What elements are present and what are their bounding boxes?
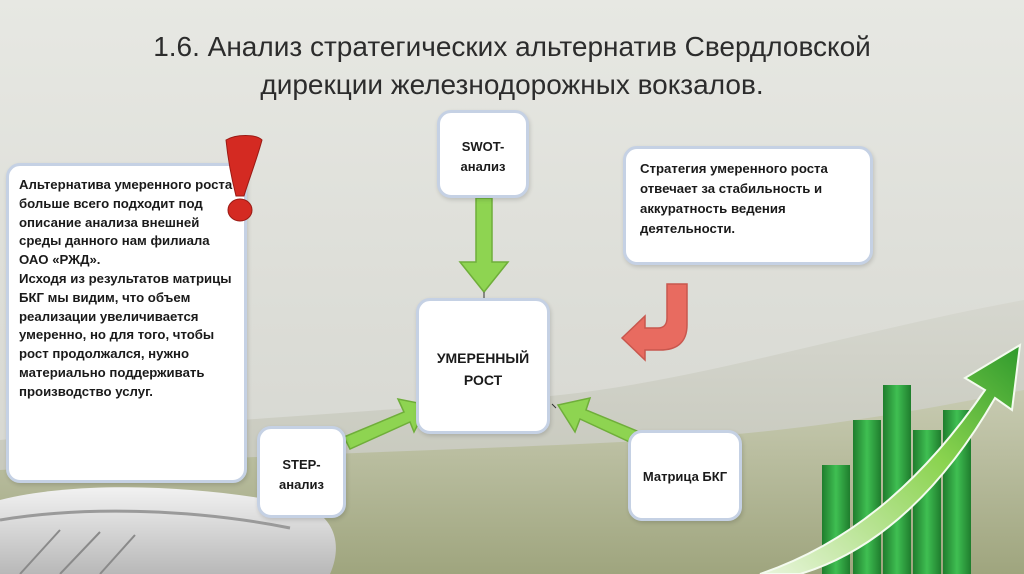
- arrow-bkg: [556, 396, 644, 446]
- center-line-1: УМЕРЕННЫЙ: [436, 350, 530, 366]
- title-line-2: дирекции железнодорожных вокзалов.: [260, 69, 764, 100]
- arrow-strategy-curved: [620, 283, 688, 362]
- strategy-text-box: Стратегия умеренного роста отвечает за с…: [623, 146, 873, 265]
- alternative-text-box: Альтернатива умеренного роста больше все…: [6, 163, 247, 483]
- swot-analysis-box: SWOT- анализ: [437, 110, 529, 198]
- arrow-swot-down: [458, 197, 510, 294]
- step-analysis-box: STEP- анализ: [257, 426, 346, 518]
- bkg-text: Матрица БКГ: [642, 469, 728, 484]
- bcg-matrix-box: Матрица БКГ: [628, 430, 742, 521]
- moderate-growth-box: УМЕРЕННЫЙ РОСТ: [416, 298, 550, 434]
- step-line-2: анализ: [278, 477, 325, 492]
- growth-bar-chart-icon: [759, 343, 1022, 574]
- swot-line-2: анализ: [460, 159, 506, 174]
- swot-line-1: SWOT-: [461, 139, 505, 154]
- step-line-1: STEP-: [282, 457, 321, 472]
- alternative-paragraph-1: Альтернатива умеренного роста больше все…: [19, 177, 233, 268]
- title-line-1: 1.6. Анализ стратегических альтернатив С…: [153, 31, 871, 62]
- slide-title: 1.6. Анализ стратегических альтернатив С…: [60, 28, 964, 104]
- strategy-text: Стратегия умеренного роста отвечает за с…: [640, 161, 828, 236]
- center-line-2: РОСТ: [463, 372, 503, 388]
- alternative-paragraph-2: Исходя из результатов матрицы БКГ мы вид…: [19, 270, 232, 399]
